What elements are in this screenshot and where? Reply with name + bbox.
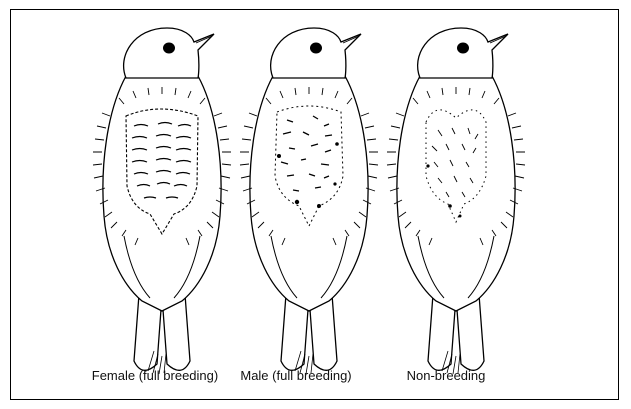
caption-male: Male (full breeding) [211,368,381,383]
bird-nonbreeding [387,28,525,374]
bird-female [93,28,231,374]
bird-male [240,28,378,374]
caption-nonbreeding: Non-breeding [361,368,531,383]
